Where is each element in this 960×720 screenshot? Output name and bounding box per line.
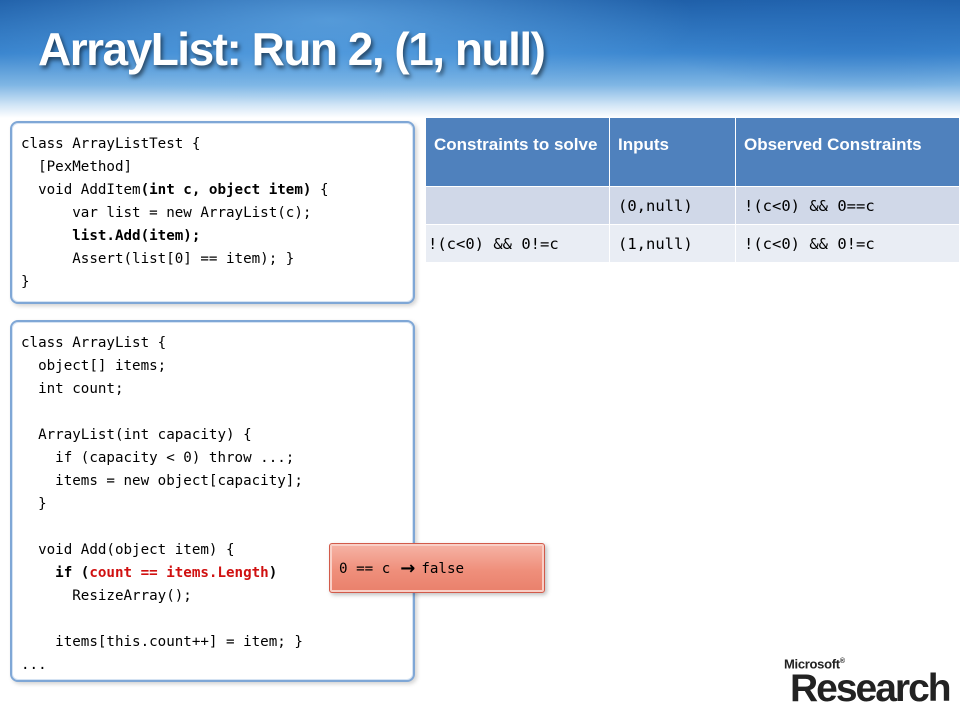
code-token: items[this.count++] = item; } xyxy=(21,634,303,650)
code-line: void AddItem(int c, object item) { xyxy=(21,179,413,202)
arrow-right-icon: → xyxy=(400,558,416,579)
table-cell: (1,null) xyxy=(609,224,736,262)
code-line: Assert(list[0] == item); } xyxy=(21,248,413,271)
code-line xyxy=(21,516,413,539)
header-inputs: Inputs xyxy=(609,118,736,187)
table-cell: (0,null) xyxy=(609,186,736,225)
title-banner xyxy=(0,0,960,118)
code-token: int count; xyxy=(21,381,124,397)
callout-result: false xyxy=(421,561,465,577)
code-line: if (capacity < 0) throw ...; xyxy=(21,447,413,470)
code-token: } xyxy=(21,496,47,512)
code-token: } xyxy=(21,274,30,290)
header-observed-constraints: Observed Constraints xyxy=(735,118,960,187)
table-cell: !(c<0) && 0==c xyxy=(735,186,960,225)
code-token: count == items.Length xyxy=(89,565,269,581)
code-line: class ArrayList { xyxy=(21,332,413,355)
code-token xyxy=(21,228,72,244)
code-line: } xyxy=(21,493,413,516)
test-code-box: class ArrayListTest { [PexMethod] void A… xyxy=(10,121,415,304)
code-token: class ArrayListTest { xyxy=(21,136,201,152)
table-row: !(c<0) && 0!=c (1,null) !(c<0) && 0!=c xyxy=(426,224,960,262)
code-token: { xyxy=(311,182,329,198)
code-line: items[this.count++] = item; } xyxy=(21,631,413,654)
code-line: if (count == items.Length) xyxy=(21,562,413,585)
slide-title: ArrayList: Run 2, (1, null) xyxy=(38,23,546,75)
logo-product: Research xyxy=(790,667,952,711)
table-cell: !(c<0) && 0!=c xyxy=(426,224,610,262)
arraylist-code-box: class ArrayList { object[] items; int co… xyxy=(10,320,415,682)
code-line: void Add(object item) { xyxy=(21,539,413,562)
constraint-callout: 0 == c → false xyxy=(329,543,545,593)
logo-registered-mark: ® xyxy=(839,658,845,665)
code-token: [PexMethod] xyxy=(21,159,133,175)
code-token: object[] items; xyxy=(21,358,167,374)
code-token: ) xyxy=(268,565,278,581)
logo-company-text: Microsoft xyxy=(784,656,840,672)
code-token: list.Add(item); xyxy=(72,228,201,244)
code-token: items = new object[capacity]; xyxy=(21,473,303,489)
code-token: ArrayList(int capacity) { xyxy=(21,427,252,443)
code-line xyxy=(21,608,413,631)
code-token: if ( xyxy=(55,565,90,581)
code-token: void AddItem xyxy=(21,182,141,198)
code-line: [PexMethod] xyxy=(21,156,413,179)
table-header-row: Constraints to solve Inputs Observed Con… xyxy=(426,118,960,187)
microsoft-research-logo: Microsoft® Research xyxy=(784,655,952,711)
code-token: class ArrayList { xyxy=(21,335,167,351)
code-line xyxy=(21,401,413,424)
code-line: class ArrayListTest { xyxy=(21,133,413,156)
code-line: ResizeArray(); xyxy=(21,585,413,608)
code-line: items = new object[capacity]; xyxy=(21,470,413,493)
header-constraints-to-solve: Constraints to solve xyxy=(426,118,610,187)
code-token: ... xyxy=(21,657,47,673)
code-line: var list = new ArrayList(c); xyxy=(21,202,413,225)
logo-company: Microsoft® xyxy=(784,655,950,670)
constraints-table: Constraints to solve Inputs Observed Con… xyxy=(426,118,960,262)
code-line: int count; xyxy=(21,378,413,401)
code-token xyxy=(21,565,55,581)
table-row: (0,null) !(c<0) && 0==c xyxy=(426,186,960,225)
code-token: ResizeArray(); xyxy=(21,588,192,604)
code-token: (int c, object item) xyxy=(140,182,312,198)
code-token: var list = new ArrayList(c); xyxy=(21,205,312,221)
table-cell: !(c<0) && 0!=c xyxy=(735,224,960,262)
code-line: ... xyxy=(21,654,413,677)
code-token: void Add(object item) { xyxy=(21,542,235,558)
table-cell xyxy=(426,186,610,225)
callout-expression: 0 == c xyxy=(339,561,391,577)
code-token: Assert(list[0] == item); } xyxy=(21,251,295,267)
code-line: list.Add(item); xyxy=(21,225,413,248)
code-line: } xyxy=(21,271,413,294)
code-line: ArrayList(int capacity) { xyxy=(21,424,413,447)
code-line: object[] items; xyxy=(21,355,413,378)
code-token: if (capacity < 0) throw ...; xyxy=(21,450,295,466)
